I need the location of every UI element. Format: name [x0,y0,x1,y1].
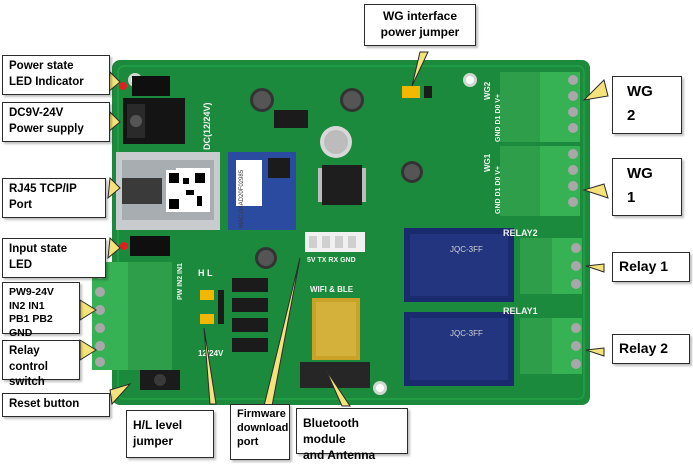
wg1-pins-silk: GND D1 D0 V+ [495,166,502,214]
relay-2-terminal [520,318,582,374]
wg2-label-silk: WG2 [483,81,492,100]
relay-brand-b: JQC-3FF [450,329,483,338]
wifi-module [228,152,296,230]
relay1-label-silk: RELAY1 [503,306,538,316]
bluetooth-module [300,298,370,388]
hl-jumper-callout: H/L level jumper [126,410,214,458]
wg1-label-silk: WG1 [483,153,492,172]
wifi-ble-silk: WIFI & BLE [310,285,354,294]
power-led-callout: Power state LED Indicator [2,55,110,95]
hl-silk: H L [198,268,213,278]
qr-code [166,170,208,212]
wg1-terminal [500,146,580,216]
uart-label-silk: 5V TX RX GND [307,257,356,264]
input-terminal-block [92,262,172,370]
relay2-callout: Relay 2 [612,334,690,364]
input-led [120,236,170,256]
hl-jumpers [200,290,224,324]
wg-jumper-callout: WG interface power jumper [364,4,476,46]
power-supply-callout: DC9V-24V Power supply [2,102,110,142]
firmware-callout: Firmware download port [230,404,290,460]
wg1-callout: WG 1 [612,158,682,216]
relay-brand-a: JQC-3FF [450,245,483,254]
power-led [119,76,170,96]
wg2-callout: WG 2 [612,76,682,134]
mac-label-silk: MAC:D4AD20F02985 [239,169,245,228]
relay1-callout: Relay 1 [612,252,690,282]
wg2-terminal [500,72,580,142]
input-led-callout: Input state LED [2,238,106,278]
relay2-label-silk: RELAY2 [503,228,538,238]
dc-label-silk: DC(12/24V) [202,102,212,150]
bluetooth-callout: Bluetooth module and Antenna [296,408,408,462]
mcu-chip [318,165,366,205]
callout-arrows [79,51,609,407]
wg-power-jumper [402,86,432,98]
terminal-callout: PW9-24V IN2 IN1 PB1 PB2 GND [2,282,80,339]
reset-button-component [140,370,180,390]
reset-callout: Reset button [2,393,110,417]
firmware-header [305,232,365,252]
optocouplers [232,278,268,352]
power-24-silk: 12/24V [198,349,224,358]
relay-2-block [404,228,514,302]
relay-switch-callout: Relay control switch [2,340,80,388]
dc-power-jack [123,98,185,144]
relay-1-terminal [520,238,582,294]
wg2-pins-silk: GND D1 D0 V+ [495,94,502,142]
relay-1-block [404,312,514,386]
rj45-callout: RJ45 TCP/IP Port [2,178,106,218]
capacitors [250,88,423,269]
input-pins-silk: PW IN2 IN1 [177,263,184,300]
